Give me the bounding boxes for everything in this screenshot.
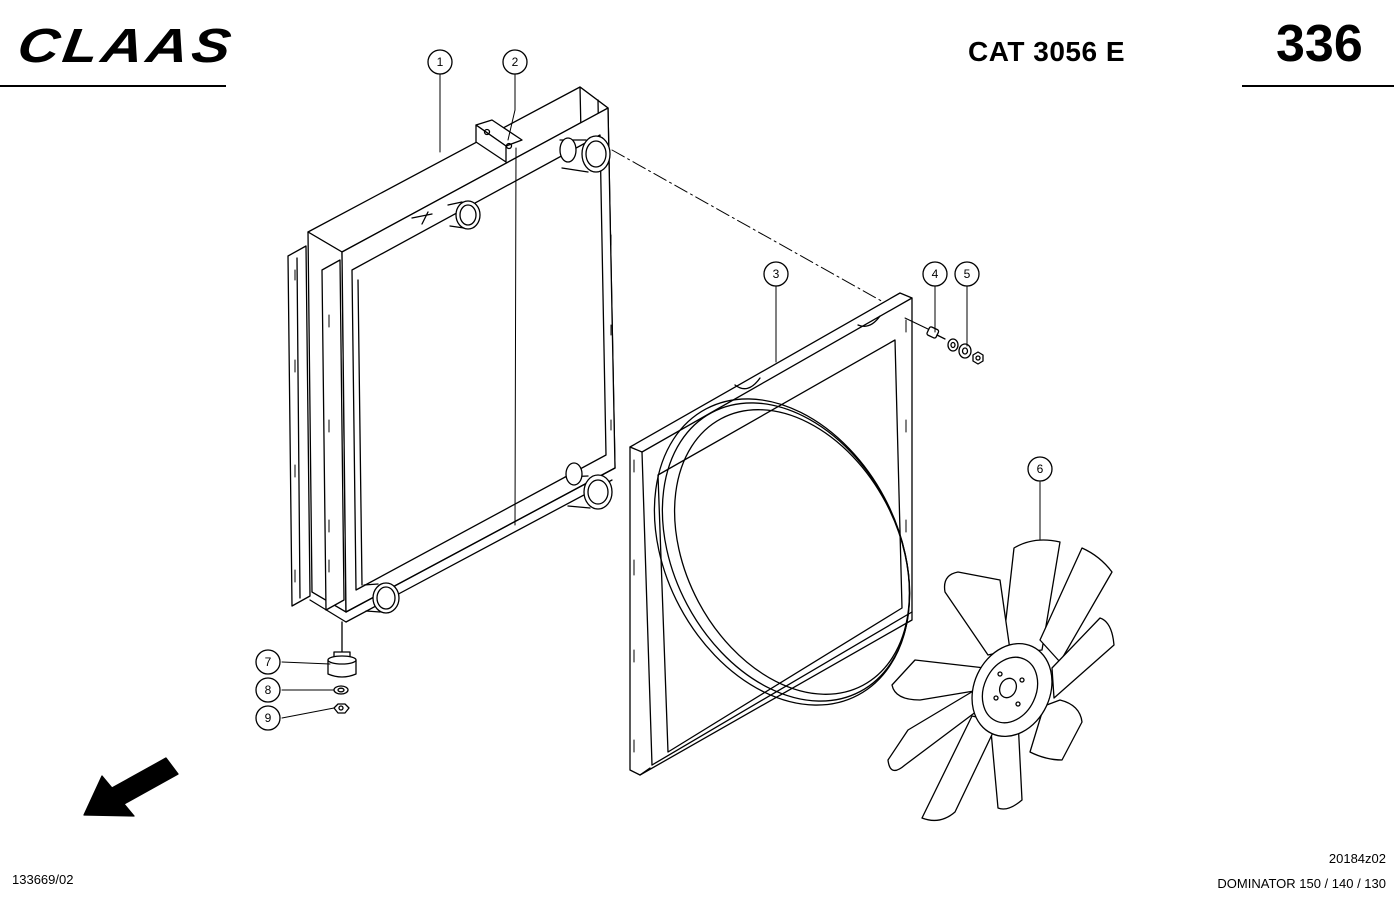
svg-text:3: 3 — [773, 267, 780, 281]
header-rule-left — [0, 85, 226, 87]
leader-lines — [281, 73, 1041, 719]
svg-text:8: 8 — [265, 683, 272, 697]
svg-text:5: 5 — [964, 267, 971, 281]
svg-text:9: 9 — [265, 711, 272, 725]
radiator — [287, 86, 616, 657]
callouts: 1 2 3 4 5 6 7 8 9 — [255, 49, 1053, 731]
callout-2: 2 — [502, 49, 528, 75]
svg-text:6: 6 — [1037, 462, 1044, 476]
doc-number: 133669/02 — [12, 872, 74, 887]
svg-text:4: 4 — [932, 267, 939, 281]
page-number: 336 — [1276, 15, 1363, 73]
svg-text:7: 7 — [265, 655, 272, 669]
callout-8: 8 — [255, 677, 281, 703]
callout-5: 5 — [954, 261, 980, 287]
callout-4: 4 — [922, 261, 948, 287]
radiator-mount — [327, 651, 357, 714]
direction-arrow-icon — [83, 757, 179, 817]
fasteners — [904, 317, 984, 365]
callout-1: 1 — [427, 49, 453, 75]
callout-9: 9 — [255, 705, 281, 731]
svg-text:2: 2 — [512, 55, 519, 69]
cooling-fan — [887, 539, 1115, 822]
callout-6: 6 — [1027, 456, 1053, 482]
claas-logo: CLAAS — [14, 19, 237, 70]
brand-name: CLAAS — [14, 19, 237, 70]
callout-3: 3 — [763, 261, 789, 287]
header-rule-right — [1242, 85, 1394, 87]
model-title: CAT 3056 E — [968, 36, 1125, 67]
callout-7: 7 — [255, 649, 281, 675]
fan-shroud — [629, 292, 913, 776]
drawing-ref: 20184z02 — [1328, 851, 1386, 866]
svg-text:1: 1 — [437, 55, 444, 69]
machine-model: DOMINATOR 150 / 140 / 130 — [1217, 876, 1386, 891]
